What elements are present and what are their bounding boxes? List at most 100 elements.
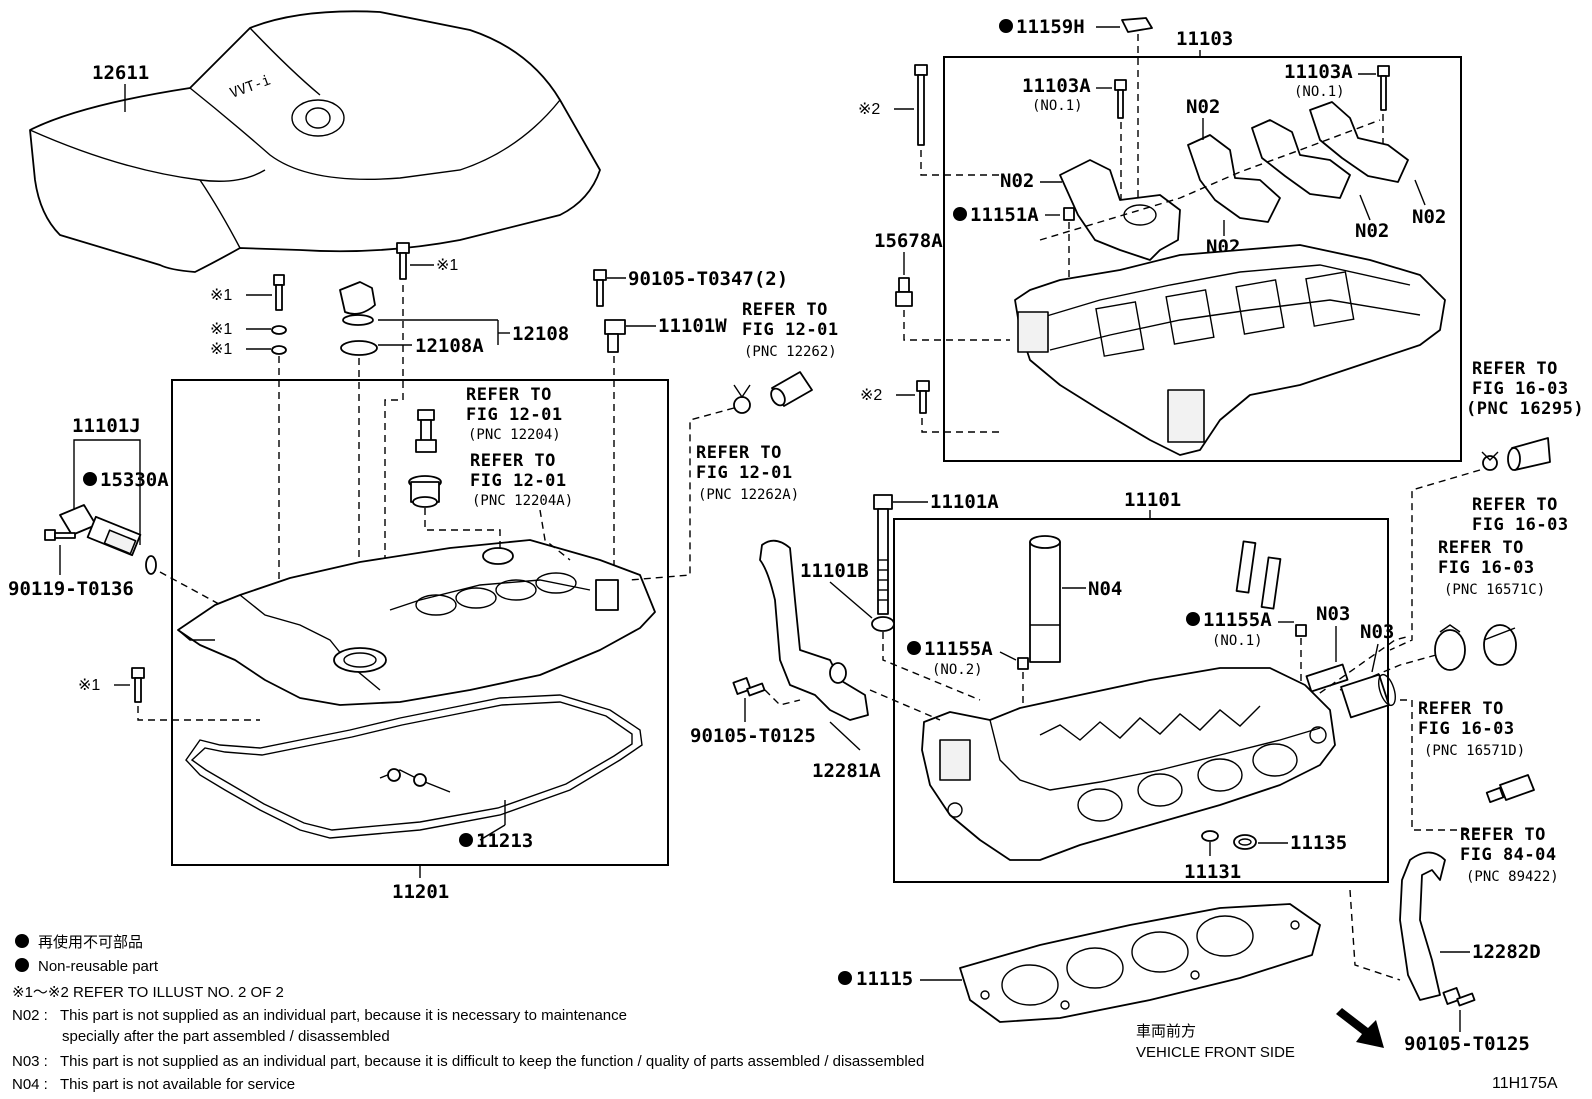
label-11103A-left-sub: (NO.1) bbox=[1032, 98, 1083, 114]
legend-dot-jp bbox=[15, 934, 29, 948]
sensor-89422[interactable] bbox=[1485, 774, 1535, 803]
ref-12-01-12204A: REFER TO FIG 12-01 (PNC 12204A) bbox=[470, 451, 573, 509]
washer-b[interactable] bbox=[271, 345, 287, 355]
svg-text:(PNC 12262): (PNC 12262) bbox=[744, 344, 837, 360]
label-90105-T0347: 90105-T0347(2) bbox=[628, 268, 788, 290]
seal-11155A-2[interactable] bbox=[1017, 657, 1029, 670]
label-11101B: 11101B bbox=[800, 560, 869, 582]
ref-16-03-a: REFER TO FIG 16-03 bbox=[1472, 495, 1568, 535]
ref-16-03-16571D: REFER TO FIG 16-03 (PNC 16571D) bbox=[1418, 699, 1525, 759]
nonreusable-dot-11155A-2 bbox=[907, 641, 921, 655]
camshaft-housing-box bbox=[943, 56, 1462, 462]
bracket-12281A[interactable] bbox=[759, 539, 869, 721]
bolt-x2-a[interactable] bbox=[914, 64, 928, 146]
label-11103A-right-sub: (NO.1) bbox=[1294, 84, 1345, 100]
plug-11131[interactable] bbox=[1201, 830, 1219, 842]
tube-N04[interactable] bbox=[1029, 535, 1061, 663]
vehicle-front-arrow bbox=[1330, 1008, 1384, 1048]
bolt-x1-d[interactable] bbox=[396, 242, 410, 280]
legend-dot-en bbox=[15, 958, 29, 972]
label-N02-d: N02 bbox=[1355, 220, 1389, 242]
bolt-90105-T0347[interactable] bbox=[593, 269, 607, 307]
bolt-90119-T0136[interactable] bbox=[44, 529, 76, 541]
clip-12262A[interactable] bbox=[733, 384, 751, 414]
nonreusable-dot-11213 bbox=[459, 833, 473, 847]
gasket-11135[interactable] bbox=[1233, 834, 1257, 850]
label-11201: 11201 bbox=[392, 881, 449, 903]
label-12611: 12611 bbox=[92, 62, 149, 84]
bearing-caps-N02[interactable] bbox=[1059, 101, 1409, 261]
label-x2-b: ※2 bbox=[860, 387, 882, 404]
label-11155A-no1: 11155A bbox=[1203, 609, 1272, 631]
svg-text:FIG 84-04: FIG 84-04 bbox=[1460, 845, 1557, 865]
label-12282D: 12282D bbox=[1472, 941, 1541, 963]
label-11213: 11213 bbox=[476, 830, 533, 852]
valve-guides[interactable] bbox=[1235, 540, 1282, 610]
seal-11159H[interactable] bbox=[1121, 17, 1153, 33]
oil-filler-cap[interactable] bbox=[339, 281, 376, 326]
hose-12262[interactable] bbox=[768, 371, 813, 408]
engine-cover[interactable]: VVT-i bbox=[29, 10, 601, 273]
washer-a[interactable] bbox=[271, 325, 287, 335]
bolt-11103A-right[interactable] bbox=[1377, 65, 1390, 111]
camshaft-sensor-11101W[interactable] bbox=[604, 319, 626, 353]
svg-text:FIG 16-03: FIG 16-03 bbox=[1418, 719, 1515, 739]
svg-text:(PNC 12262A): (PNC 12262A) bbox=[698, 487, 799, 503]
label-11155A-no2-sub: (NO.2) bbox=[932, 662, 983, 678]
seal-11151A[interactable] bbox=[1063, 207, 1075, 221]
plug-N03-b[interactable] bbox=[1340, 673, 1399, 719]
ref-12-01-12262A: REFER TO FIG 12-01 (PNC 12262A) bbox=[696, 443, 799, 503]
label-12108A: 12108A bbox=[415, 335, 484, 357]
bolt-11101A[interactable] bbox=[873, 494, 893, 615]
label-15678A: 15678A bbox=[874, 230, 943, 252]
label-11135: 11135 bbox=[1290, 832, 1347, 854]
o-ring-15330A[interactable] bbox=[145, 555, 157, 575]
label-11103A-right: 11103A bbox=[1284, 61, 1353, 83]
oil-control-valve-11101J[interactable] bbox=[59, 504, 142, 557]
clamp-16571D[interactable] bbox=[1434, 624, 1466, 671]
cylinder-head-cover[interactable] bbox=[177, 539, 656, 706]
bolt-90105-T0125-a[interactable] bbox=[732, 677, 766, 697]
bolt-x1-e[interactable] bbox=[131, 667, 145, 703]
svg-text:(PNC 89422): (PNC 89422) bbox=[1466, 869, 1559, 885]
clip-16-03[interactable] bbox=[1481, 451, 1499, 471]
cylinder-head[interactable] bbox=[921, 667, 1336, 861]
oil-filler-gasket[interactable] bbox=[340, 340, 378, 356]
hose-16295[interactable] bbox=[1507, 437, 1551, 471]
svg-text:REFER TO: REFER TO bbox=[1472, 359, 1558, 379]
label-x1-e: ※1 bbox=[78, 677, 100, 694]
label-90119-T0136: 90119-T0136 bbox=[8, 578, 134, 600]
pcv-valve[interactable] bbox=[415, 409, 437, 453]
bolt-90105-T0125-b[interactable] bbox=[1442, 987, 1476, 1007]
label-11101W: 11101W bbox=[658, 315, 727, 337]
head-cover-gasket-11213[interactable] bbox=[185, 694, 643, 839]
ref-16-03-16295: REFER TO FIG 16-03 (PNC 16295) bbox=[1466, 359, 1584, 419]
seal-11155A-1[interactable] bbox=[1295, 624, 1307, 637]
head-gasket-11115[interactable] bbox=[959, 903, 1321, 1023]
label-11131: 11131 bbox=[1184, 861, 1241, 883]
bolt-x2-b[interactable] bbox=[916, 380, 930, 414]
svg-text:(PNC 16295): (PNC 16295) bbox=[1466, 399, 1584, 419]
nonreusable-dot-11155A-1 bbox=[1186, 612, 1200, 626]
camshaft-housing[interactable] bbox=[1014, 244, 1446, 456]
nonreusable-dot-11115 bbox=[838, 971, 852, 985]
hose-16571C[interactable] bbox=[1483, 624, 1517, 666]
label-x2-a: ※2 bbox=[858, 101, 880, 118]
label-x1-d: ※1 bbox=[436, 257, 458, 274]
label-11101J: 11101J bbox=[72, 415, 141, 437]
label-x1-b: ※1 bbox=[210, 321, 232, 338]
bolt-11103A-left[interactable] bbox=[1114, 79, 1127, 119]
svg-text:(PNC 16571C): (PNC 16571C) bbox=[1444, 582, 1545, 598]
pcv-grommet[interactable] bbox=[408, 475, 442, 508]
svg-text:(PNC 12204): (PNC 12204) bbox=[468, 427, 561, 443]
washer-11101B[interactable] bbox=[871, 616, 895, 632]
plug-15678A[interactable] bbox=[895, 277, 913, 307]
label-11155A-no2: 11155A bbox=[924, 638, 993, 660]
front-label-jp: 車両前方 bbox=[1136, 1023, 1196, 1040]
label-N02-b: N02 bbox=[1000, 170, 1034, 192]
legend-n03-text: This part is not supplied as an individu… bbox=[60, 1053, 924, 1070]
bolt-x1-a[interactable] bbox=[273, 274, 285, 311]
nonreusable-dot-15330A bbox=[83, 472, 97, 486]
bracket-12282D[interactable] bbox=[1399, 851, 1446, 1001]
